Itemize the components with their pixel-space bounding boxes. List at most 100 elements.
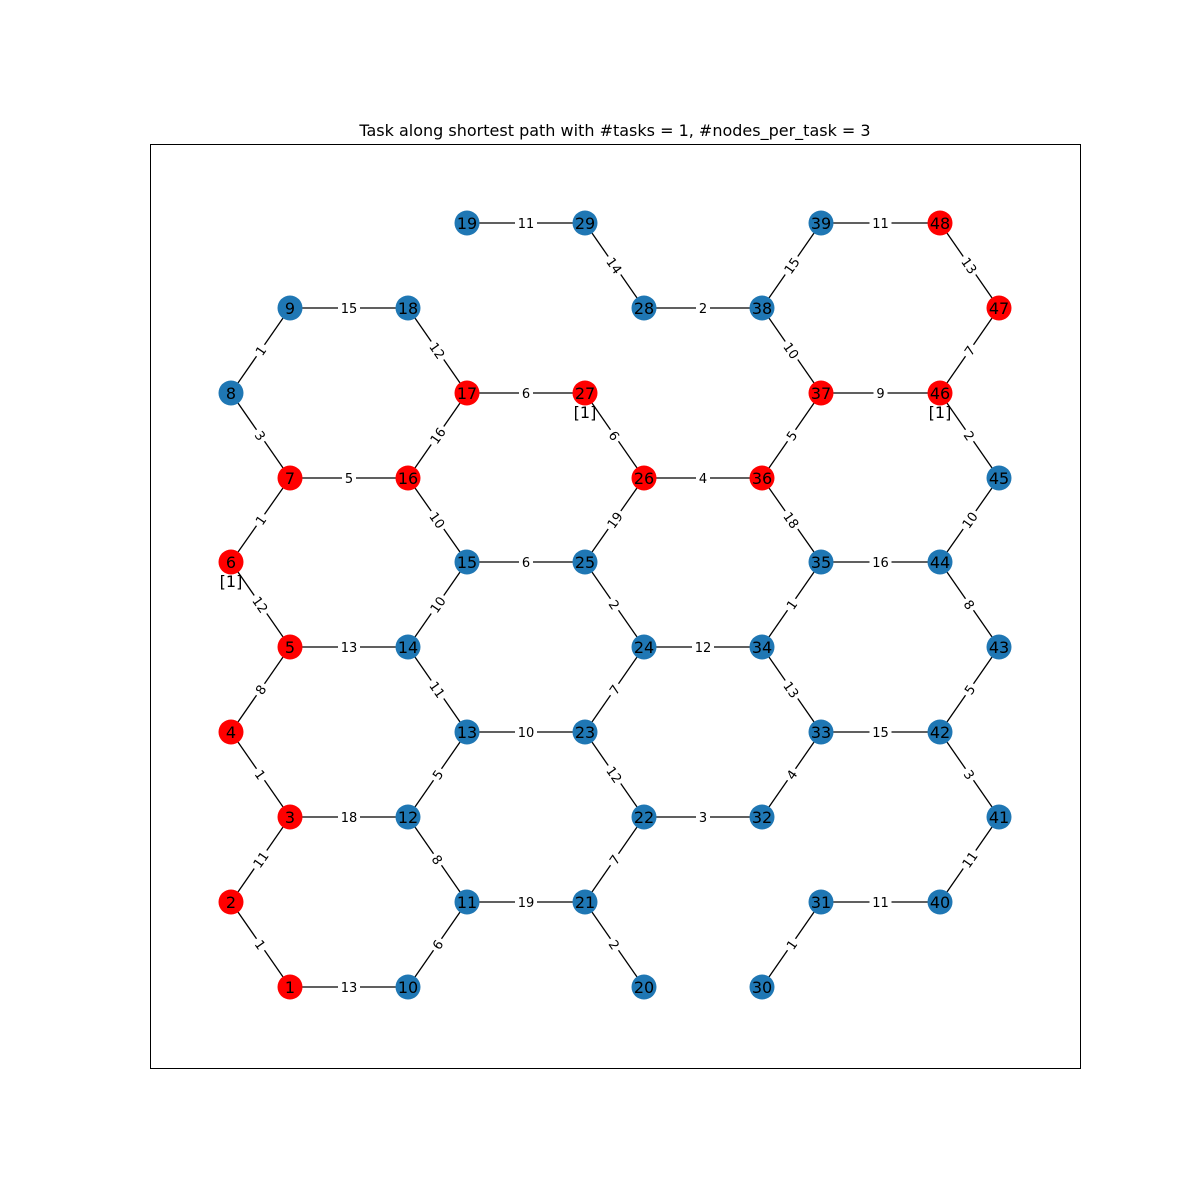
edge-weight-label: 18 <box>341 811 358 826</box>
node-8: 8 <box>218 380 244 406</box>
node-marker <box>808 889 834 915</box>
node-marker <box>749 465 775 491</box>
node-marker <box>927 549 953 575</box>
edge-weight-21-22: 7 <box>603 848 626 871</box>
edge-weight-37-46: 9 <box>873 384 888 402</box>
node-41: 41 <box>986 804 1012 830</box>
edge-weight-28-29: 14 <box>600 251 629 280</box>
node-11: 11 <box>454 889 480 915</box>
edge-weight-30-31: 1 <box>780 933 803 956</box>
edge-weight-15-16: 10 <box>423 505 452 535</box>
edge-weight-6-7: 1 <box>249 509 272 531</box>
node-marker <box>454 549 480 575</box>
node-marker <box>277 634 303 660</box>
edge-weight-label: 16 <box>872 556 889 571</box>
edge-weight-17-18: 12 <box>423 336 452 365</box>
edge-weight-20-21: 2 <box>603 933 626 956</box>
edge-weight-label: 6 <box>522 556 530 571</box>
node-label: 17 <box>457 384 477 403</box>
edge-weight-26-27: 6 <box>603 424 626 447</box>
node-label: 14 <box>398 638 418 657</box>
node-label: 15 <box>457 553 477 572</box>
edge-weight-16-17: 16 <box>423 421 452 450</box>
node-marker <box>749 974 775 1000</box>
edge-weight-label: 19 <box>518 896 535 911</box>
node-marker <box>454 380 480 406</box>
node-37: 37 <box>808 380 834 406</box>
node-12: 12 <box>395 804 421 830</box>
node-label: 10 <box>398 978 418 997</box>
node-44: 44 <box>927 549 953 575</box>
node-marker <box>927 889 953 915</box>
node-label: 31 <box>811 893 831 912</box>
node-label: 37 <box>811 384 831 403</box>
edge-weight-11-12: 8 <box>426 848 449 871</box>
node-22: 22 <box>631 804 657 830</box>
node-marker <box>808 549 834 575</box>
edge-weight-45-46: 2 <box>958 424 981 447</box>
figure-title: Task along shortest path with #tasks = 1… <box>358 121 870 141</box>
nodes-layer: 1234567891011121314151617181920212223242… <box>218 210 1012 1000</box>
node-marker <box>631 295 657 321</box>
node-39: 39 <box>808 210 834 236</box>
edge-weight-42-43: 5 <box>958 678 981 701</box>
edge-weight-label: 10 <box>518 726 535 741</box>
node-label: 26 <box>634 469 654 488</box>
node-label: 9 <box>285 299 295 318</box>
edge-weight-label: 12 <box>695 641 712 656</box>
node-14: 14 <box>395 634 421 660</box>
node-38: 38 <box>749 295 775 321</box>
node-13: 13 <box>454 719 480 745</box>
node-marker <box>572 549 598 575</box>
node-marker <box>631 804 657 830</box>
edge-weight-37-38: 10 <box>777 336 806 365</box>
edge-weights-layer: 1131111881213135115681951110101061612611… <box>246 214 984 996</box>
edge-weight-15-25: 6 <box>519 553 533 571</box>
node-26: 26 <box>631 465 657 491</box>
edge-weight-3-4: 1 <box>249 763 272 786</box>
node-marker <box>631 465 657 491</box>
node-label: 36 <box>752 469 772 488</box>
task-markers-layer: [1][1][1] <box>220 403 952 591</box>
node-marker <box>395 634 421 660</box>
node-label: 6 <box>226 553 236 572</box>
node-label: 40 <box>930 893 950 912</box>
node-23: 23 <box>572 719 598 745</box>
node-27: 27 <box>572 380 598 406</box>
edge-weight-36-37: 5 <box>780 424 803 447</box>
edge-weight-17-27: 6 <box>519 384 533 402</box>
node-label: 34 <box>752 638 772 657</box>
node-marker <box>927 210 953 236</box>
node-46: 46 <box>927 380 953 406</box>
edge-weight-34-35: 1 <box>780 593 803 616</box>
node-label: 38 <box>752 299 772 318</box>
edge-weight-24-34: 12 <box>692 638 714 656</box>
node-label: 7 <box>285 469 295 488</box>
edge-weight-24-25: 2 <box>603 593 626 616</box>
edge-weight-35-44: 16 <box>869 553 892 571</box>
edge-weight-label: 13 <box>341 981 358 996</box>
node-label: 35 <box>811 553 831 572</box>
edge-weight-label: 6 <box>522 387 530 402</box>
node-35: 35 <box>808 549 834 575</box>
node-30: 30 <box>749 974 775 1000</box>
node-marker <box>277 974 303 1000</box>
node-40: 40 <box>927 889 953 915</box>
node-28: 28 <box>631 295 657 321</box>
node-marker <box>631 974 657 1000</box>
node-marker <box>749 634 775 660</box>
node-marker <box>808 380 834 406</box>
node-marker <box>454 719 480 745</box>
node-19: 19 <box>454 210 480 236</box>
node-48: 48 <box>927 210 953 236</box>
node-marker <box>218 719 244 745</box>
node-marker <box>927 380 953 406</box>
node-3: 3 <box>277 804 303 830</box>
edge-weight-33-34: 13 <box>777 675 806 704</box>
node-42: 42 <box>927 719 953 745</box>
node-label: 16 <box>398 469 418 488</box>
node-label: 8 <box>226 384 236 403</box>
node-marker <box>631 634 657 660</box>
node-marker <box>277 295 303 321</box>
